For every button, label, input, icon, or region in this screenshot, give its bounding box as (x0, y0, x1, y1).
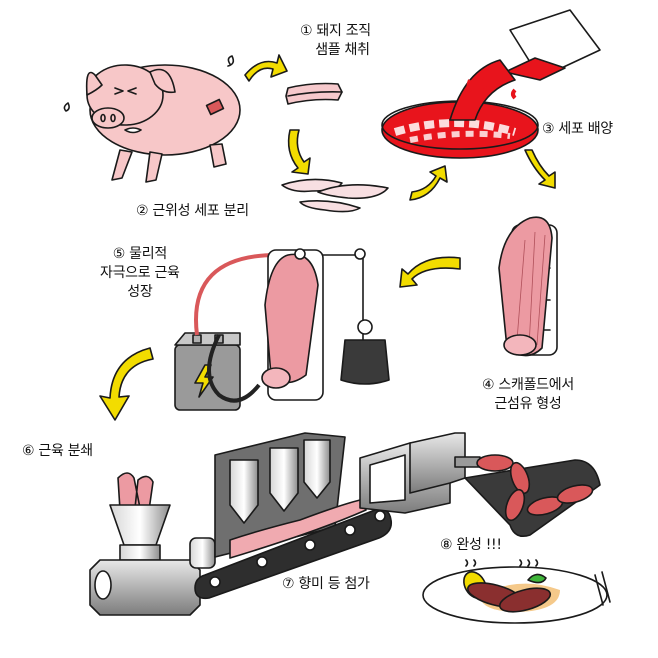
step-2-number: ② (136, 203, 149, 219)
meat-grinder-icon (89, 472, 216, 616)
sausage-extruder-icon (359, 432, 481, 514)
cells-icon (281, 178, 389, 213)
step-5-label: ⑤ 물리적 자극으로 근육 성장 (100, 246, 180, 300)
weight-icon (340, 319, 390, 385)
pig-icon (63, 55, 241, 183)
step-4-number: ④ (482, 377, 495, 393)
step-1-number: ① (300, 23, 313, 39)
step-4-label: ④ 스캐폴드에서 근섬유 형성 (482, 377, 574, 412)
step-6-number: ⑥ (22, 443, 35, 459)
step-3-label: ③ 세포 배양 (542, 121, 613, 137)
medium-bottle-icon (449, 9, 601, 121)
arrow-icon (99, 54, 556, 421)
step-6-label: ⑥ 근육 분쇄 (22, 443, 93, 459)
step-7-label: ⑦ 향미 등 첨가 (282, 576, 370, 592)
step-7-number: ⑦ (282, 576, 295, 592)
step-2-label: ② 근위성 세포 분리 (136, 203, 249, 219)
step-1-label: ① 돼지 조직 샘플 채취 (300, 23, 371, 58)
battery-icon (174, 253, 278, 411)
step-3-number: ③ (542, 121, 555, 137)
stimulated-muscle-icon (261, 248, 366, 401)
sausage-plate-icon (422, 559, 611, 624)
step-8-label: ⑧ 완성 !!! (440, 537, 502, 553)
tissue-sample-icon (285, 82, 343, 105)
sausage-conveyor-icon (464, 454, 601, 538)
step-5-number: ⑤ (112, 246, 126, 262)
step-8-number: ⑧ (440, 537, 453, 553)
scaffold-muscle-icon (498, 216, 558, 357)
conveyor-belt-icon (194, 499, 393, 600)
